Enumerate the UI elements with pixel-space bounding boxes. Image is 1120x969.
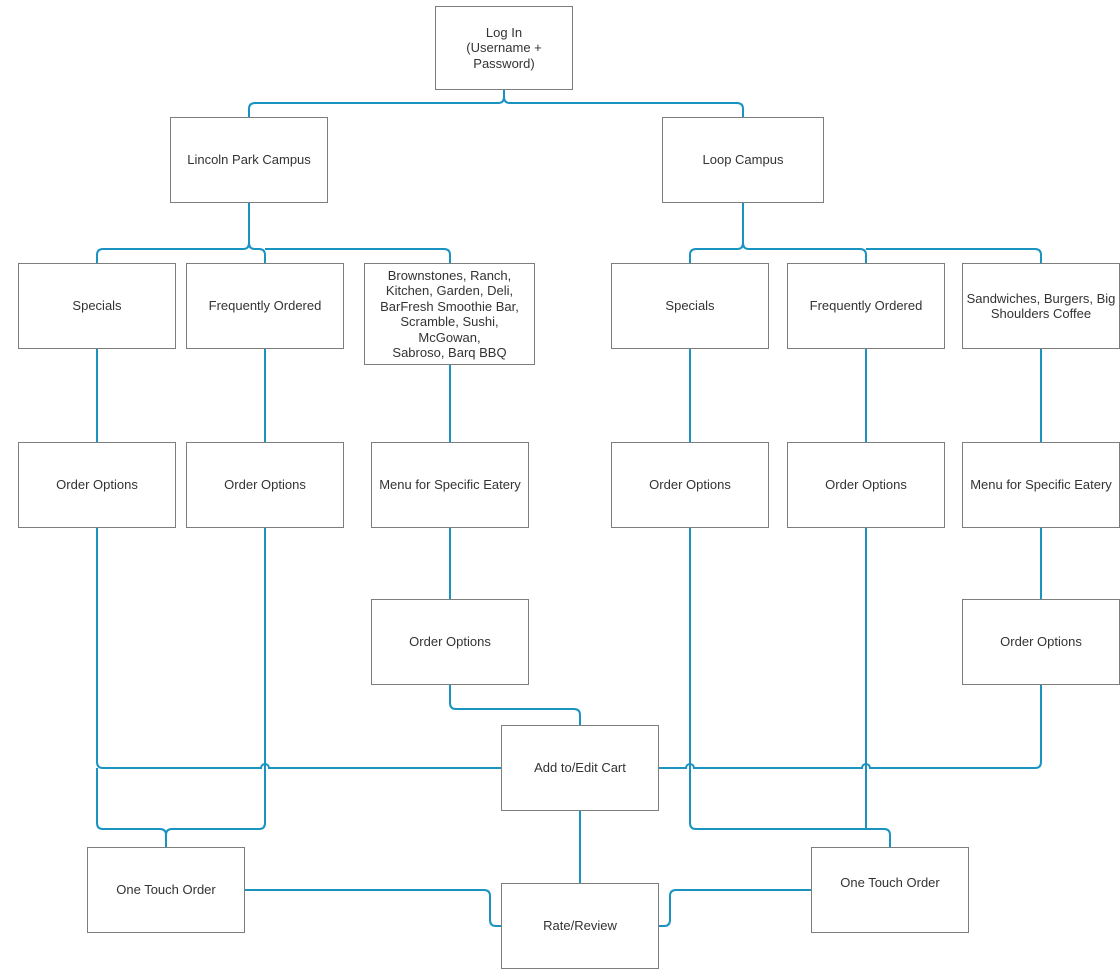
connector-login-to-loop <box>503 96 744 117</box>
lp-specials-node: Specials <box>18 263 176 349</box>
login-node: Log In (Username + Password) <box>435 6 573 90</box>
rate-review-node: Rate/Review <box>501 883 659 969</box>
lp-one-touch-order-node: One Touch Order <box>87 847 245 933</box>
lp-frequently-ordered-node: Frequently Ordered <box>186 263 344 349</box>
loop-campus-node: Loop Campus <box>662 117 824 203</box>
lp-menu-order-options-node: Order Options <box>371 599 529 685</box>
loop-frequent-order-options-node: Order Options <box>787 442 945 528</box>
connector-lp-to-frequent <box>248 242 266 263</box>
lp-eateries-node: Brownstones, Ranch, Kitchen, Garden, Del… <box>364 263 535 365</box>
lincoln-park-campus-node: Lincoln Park Campus <box>170 117 328 203</box>
connector-lp-to-specials <box>96 203 250 263</box>
lp-frequent-order-options-node: Order Options <box>186 442 344 528</box>
connector-lp-to-eateries <box>265 248 451 263</box>
connector-lp-one-touch-to-rate <box>245 889 501 927</box>
connector-loop-menu-order-to-cart <box>659 685 1042 769</box>
add-edit-cart-node: Add to/Edit Cart <box>501 725 659 811</box>
loop-specials-node: Specials <box>611 263 769 349</box>
connector-loop-spec-to-one-touch <box>689 528 891 847</box>
connector-lp-spec-to-one-touch <box>96 768 167 847</box>
loop-eateries-node: Sandwiches, Burgers, Big Shoulders Coffe… <box>962 263 1120 349</box>
connector-loop-one-touch-to-rate <box>659 889 811 927</box>
connector-login-to-campuses <box>248 90 505 117</box>
loop-eatery-menu-node: Menu for Specific Eatery <box>962 442 1120 528</box>
loop-menu-order-options-node: Order Options <box>962 599 1120 685</box>
lp-eatery-menu-node: Menu for Specific Eatery <box>371 442 529 528</box>
loop-one-touch-order-node: One Touch Order <box>811 847 969 933</box>
connector-loop-to-frequent <box>742 242 867 263</box>
connector-loop-to-eateries <box>866 248 1042 263</box>
connector-lp-spec-order-to-cart <box>96 528 501 769</box>
connector-loop-to-specials <box>689 203 744 263</box>
loop-frequently-ordered-node: Frequently Ordered <box>787 263 945 349</box>
connector-lp-freq-to-one-touch <box>165 768 266 836</box>
connector-lp-menu-order-to-cart <box>449 685 581 725</box>
loop-specials-order-options-node: Order Options <box>611 442 769 528</box>
lp-specials-order-options-node: Order Options <box>18 442 176 528</box>
